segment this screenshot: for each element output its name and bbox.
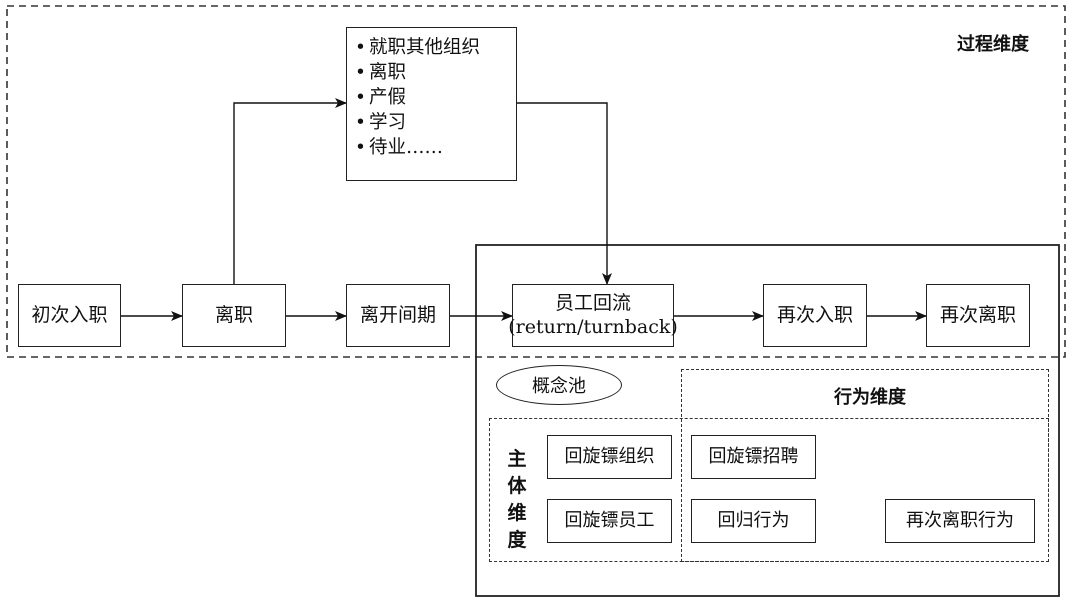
bullet-icon: • (355, 87, 366, 108)
bullet-icon: • (355, 112, 366, 133)
option-item: •产假 (355, 87, 407, 108)
subject-dimension-frame (489, 418, 1049, 562)
option-item: •学习 (355, 112, 407, 133)
post-leave-options-box: •就职其他组织 •离职 •产假 •学习 •待业…… (346, 27, 517, 181)
subject-dimension-label: 主 体 维 度 (507, 448, 527, 551)
return-concept-frame (475, 244, 1060, 597)
option-item: •就职其他组织 (355, 37, 481, 58)
return-label-en: (return/turnback) (508, 315, 678, 338)
node-initial-entry: 初次入职 (18, 284, 121, 347)
concept-re-leave-behavior: 再次离职行为 (885, 499, 1035, 543)
behavior-dimension-label: 行为维度 (834, 387, 906, 408)
node-re-leave: 再次离职 (926, 284, 1030, 347)
concept-return-behavior: 回归行为 (691, 499, 816, 543)
process-dimension-frame (6, 5, 1066, 358)
node-leave: 离职 (182, 284, 286, 347)
arrow-leave-to-options (233, 98, 347, 284)
node-away-period: 离开间期 (346, 284, 450, 347)
concept-boomerang-organization: 回旋镖组织 (547, 435, 672, 479)
concept-boomerang-employee: 回旋镖员工 (547, 499, 672, 543)
return-label-cn: 员工回流 (554, 291, 631, 314)
concept-pool-label: 概念池 (496, 365, 622, 405)
node-employee-return: 员工回流 (return/turnback) (508, 284, 678, 347)
concept-boomerang-recruitment: 回旋镖招聘 (691, 435, 816, 479)
option-item: •离职 (355, 62, 407, 83)
bullet-icon: • (355, 37, 366, 58)
bullet-icon: • (355, 137, 366, 158)
option-item: •待业…… (355, 137, 444, 158)
process-dimension-label: 过程维度 (957, 34, 1029, 55)
bullet-icon: • (355, 62, 366, 83)
arrow-options-to-return (516, 102, 612, 285)
node-re-entry: 再次入职 (763, 284, 867, 347)
